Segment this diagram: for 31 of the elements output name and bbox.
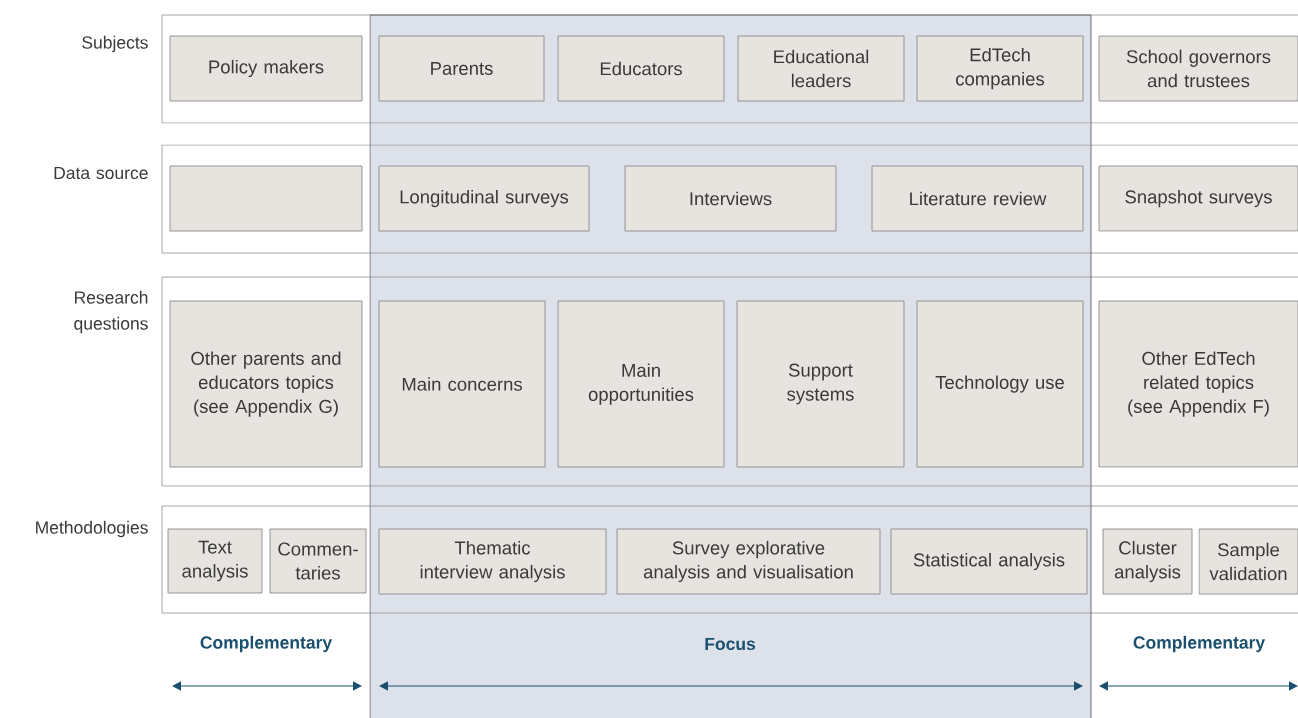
band-label: Complementary [200,635,333,653]
topic-box: Longitudinal surveys [378,165,590,232]
topic-box: Snapshot surveys [1098,165,1298,232]
topic-box: Main opportunities [557,300,725,468]
row-label: Methodologies [36,520,148,538]
topic-box: Text analysis [167,528,263,594]
row-label: Research questions [74,290,148,334]
topic-box: Support systems [736,300,905,468]
topic-box: Educational leaders [737,35,905,102]
band-label: Complementary [1133,635,1266,653]
topic-box: EdTech companies [916,35,1084,102]
topic-box: Literature review [871,165,1084,232]
topic-box: Parents [378,35,545,102]
topic-box: School governors and trustees [1098,35,1298,102]
topic-box: Commen-taries [269,528,367,594]
topic-box: Other parents and educators topics (see Appendix G) [169,300,363,468]
topic-box: Cluster analysis [1102,528,1193,595]
topic-box: Other EdTech related topics (see Appendix F) [1098,300,1298,468]
topic-box: Educators [557,35,725,102]
row-label: Subjects [82,35,148,53]
row-label: Data source [54,166,148,180]
topic-box: Technology use [916,300,1084,468]
topic-box: Policy makers [169,35,363,102]
band-label: Focus [705,637,756,651]
empty-box [169,165,363,232]
topic-box: Sample validation [1198,528,1298,595]
topic-box: Thematic interview analysis [378,528,607,595]
topic-box: Main concerns [378,300,546,468]
topic-box: Statistical analysis [890,528,1088,595]
topic-box: Interviews [624,165,837,232]
topic-box: Survey explorative analysis and visualisation [616,528,881,595]
